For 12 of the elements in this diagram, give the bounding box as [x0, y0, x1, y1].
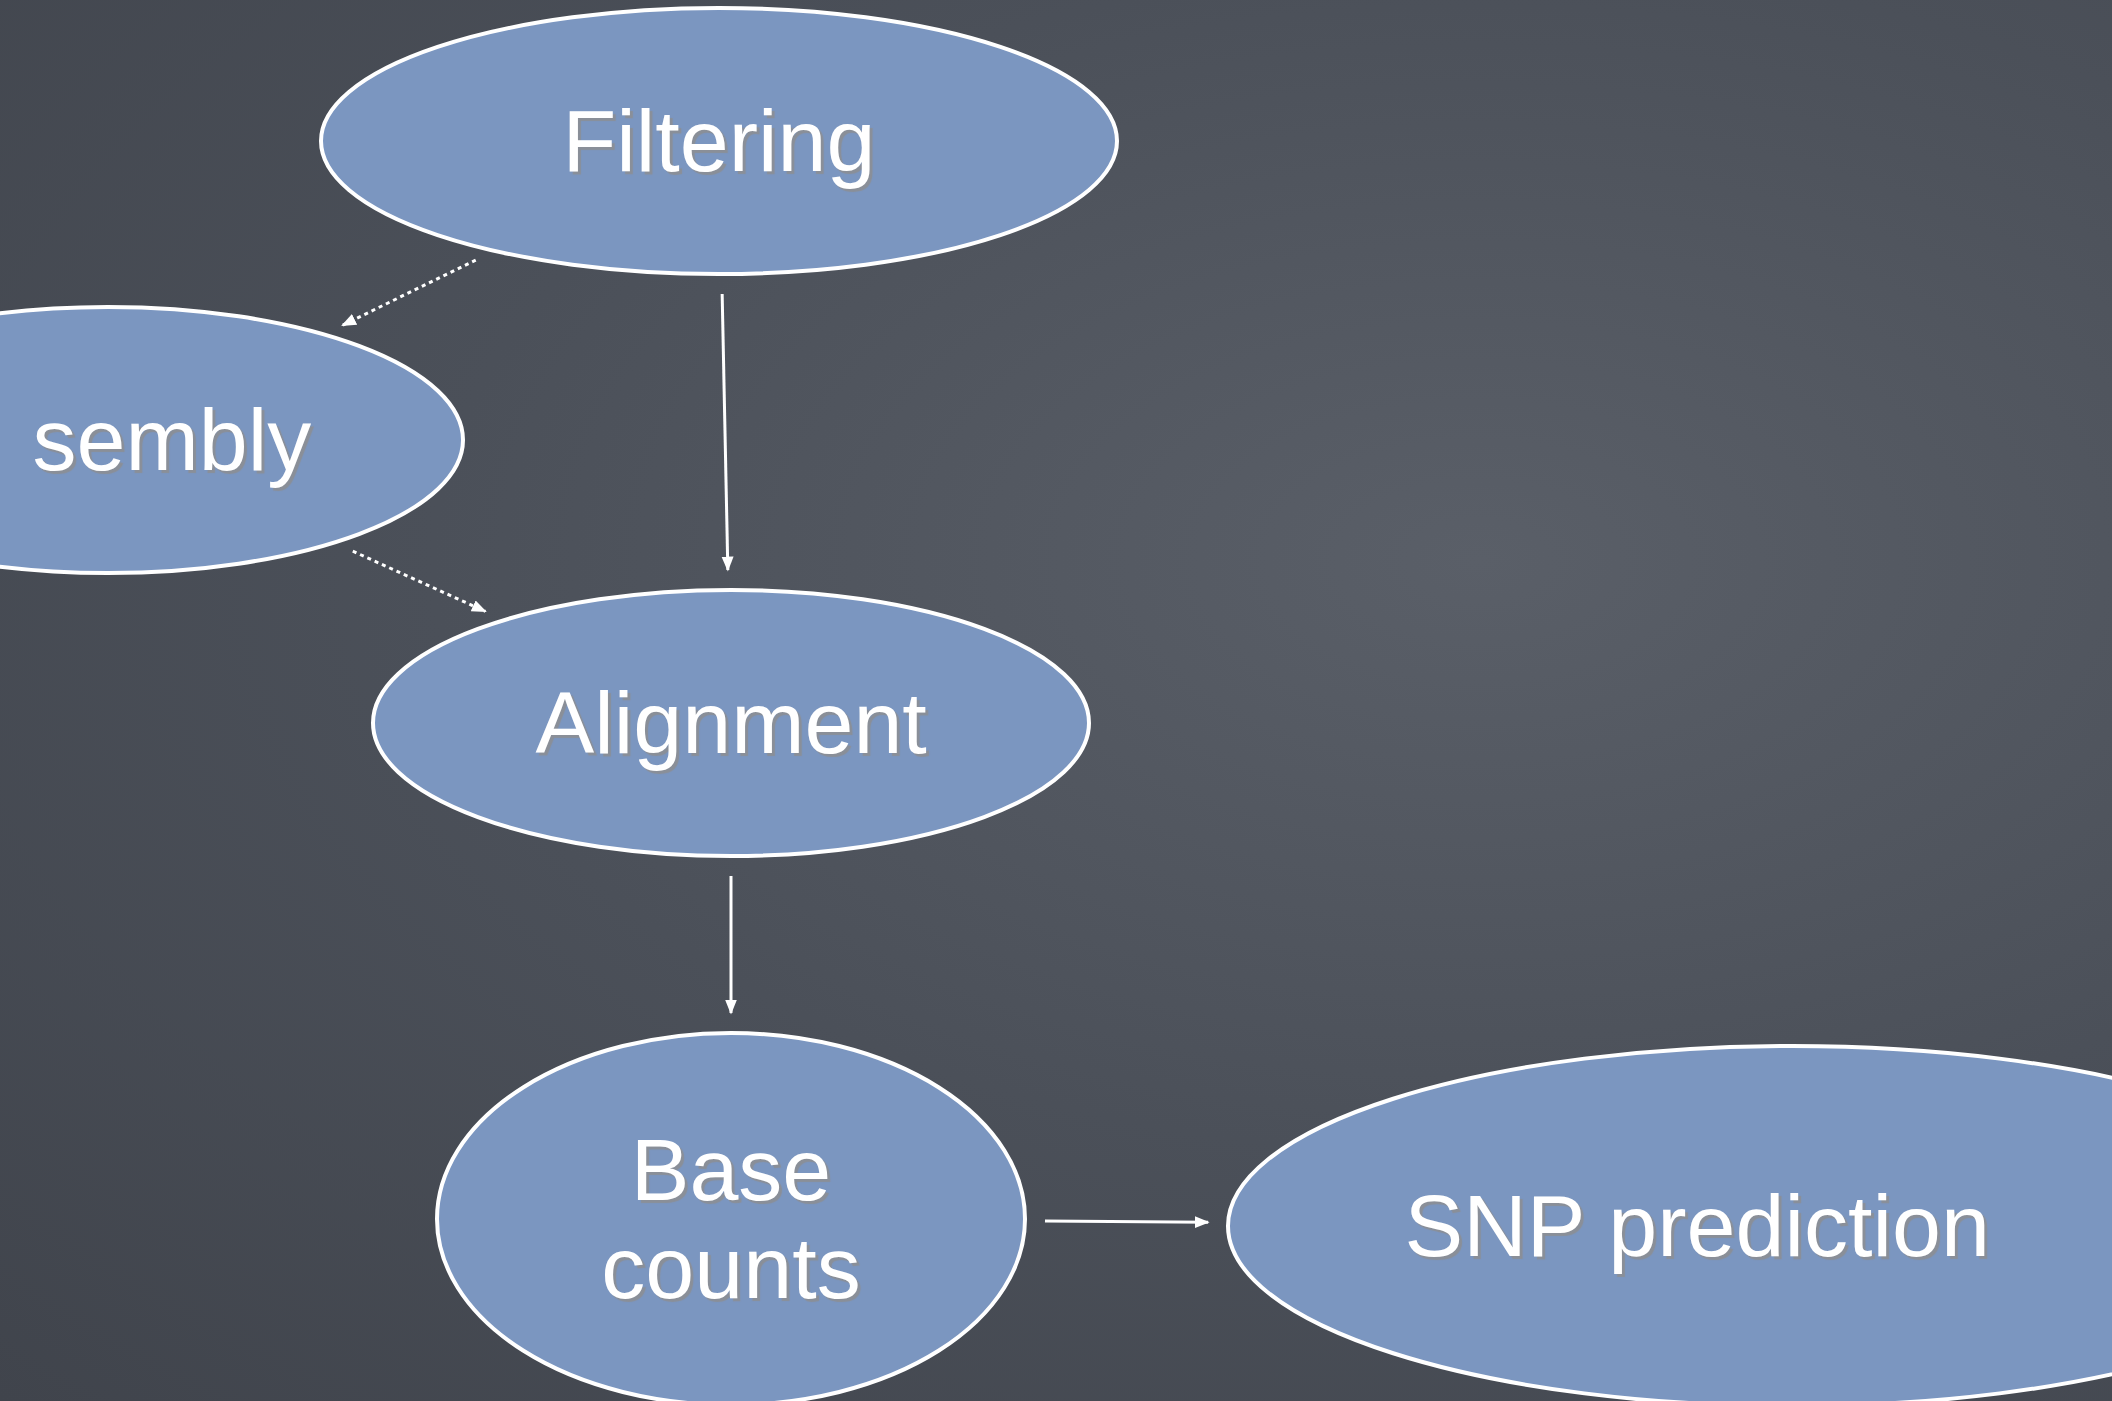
arrow — [720, 293, 734, 572]
node-label: Base counts — [600, 1120, 862, 1318]
node-label: sembly — [32, 390, 312, 490]
process-ellipse — [319, 6, 1119, 276]
dotted-arrow — [352, 549, 487, 613]
node-label: Filtering — [562, 91, 876, 191]
node-label: SNP prediction — [1404, 1176, 1990, 1276]
node-label: Alignment — [535, 673, 927, 773]
arrow — [1044, 1216, 1210, 1229]
dotted-arrow — [341, 258, 477, 327]
arrow — [725, 876, 737, 1015]
process-ellipse — [371, 588, 1091, 858]
